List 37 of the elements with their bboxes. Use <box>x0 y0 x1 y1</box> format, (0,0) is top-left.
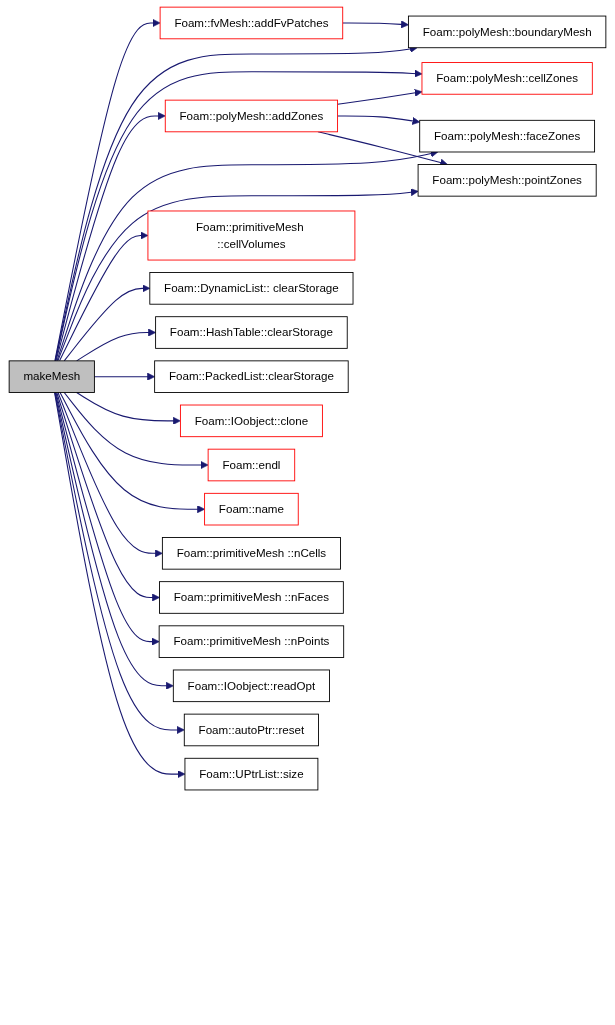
arrow <box>337 89 423 105</box>
node-box: Foam::polyMesh::faceZones <box>419 119 596 153</box>
arrow <box>59 392 205 514</box>
arrow <box>63 284 151 362</box>
node-box: Foam::DynamicList:: clearStorage <box>149 272 354 305</box>
arrow <box>93 372 155 381</box>
arrow <box>337 115 421 125</box>
node-box: Foam::endl <box>207 448 296 482</box>
node-box: Foam::autoPtr::reset <box>183 713 319 747</box>
arrow <box>63 392 209 469</box>
node-box: Foam::polyMesh::cellZones <box>421 62 593 95</box>
arrow <box>54 392 174 690</box>
node-box: Foam::fvMesh::addFvPatches <box>159 6 344 40</box>
node-box: Foam::IOobject::readOpt <box>172 669 330 703</box>
node-box: makeMesh <box>8 360 95 393</box>
arrow <box>57 188 419 362</box>
node-box: Foam::PackedList::clearStorage <box>154 360 349 393</box>
node-box: Foam::polyMesh::pointZones <box>417 164 597 197</box>
arrow <box>76 392 181 425</box>
node-box: Foam::polyMesh::boundaryMesh <box>408 15 607 49</box>
node-box: Foam::UPtrList::size <box>184 757 319 791</box>
node-box: Foam::IOobject::clone <box>179 404 323 438</box>
node-box: Foam::primitiveMesh ::cellVolumes <box>147 210 356 261</box>
arrow <box>76 328 156 362</box>
arrow <box>54 19 161 362</box>
node-box: Foam::primitiveMesh ::nPoints <box>158 625 345 658</box>
arrow <box>59 231 149 362</box>
arrow <box>55 112 166 362</box>
arrow <box>342 20 409 29</box>
arrow <box>57 392 163 558</box>
node-box: Foam::name <box>204 492 299 526</box>
node-box: Foam::HashTable::clearStorage <box>155 316 348 349</box>
arrow <box>55 392 160 646</box>
node-box: Foam::polyMesh::addZones <box>164 99 338 133</box>
node-box: Foam::primitiveMesh ::nCells <box>161 537 341 570</box>
node-box: Foam::primitiveMesh ::nFaces <box>159 581 344 614</box>
arrow <box>56 392 160 602</box>
